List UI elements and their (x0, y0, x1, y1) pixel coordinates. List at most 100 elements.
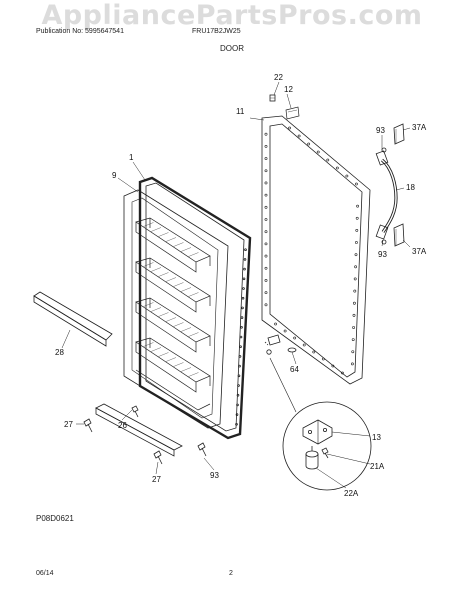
model-number: FRU17B2JW25 (192, 28, 241, 35)
rivet-dot (264, 242, 268, 246)
rivet-dot (307, 142, 311, 146)
shelf-wire (173, 282, 184, 287)
rivet-dot (316, 150, 320, 154)
callout-27-bottom: 27 (152, 475, 161, 484)
rivet-dot (312, 350, 316, 354)
shelf-wire (150, 227, 162, 232)
callout-13: 13 (372, 433, 381, 442)
screw-22-part (269, 94, 276, 102)
rivet-dot (288, 126, 291, 130)
door-shelf-edge (135, 218, 211, 273)
door-shelf-edge (135, 338, 211, 393)
shelf-wire (165, 357, 177, 362)
screws-27-93 (83, 405, 207, 465)
shelf-wire (158, 272, 169, 277)
callout-21a: 21A (370, 462, 385, 471)
end-cap-parts (393, 123, 405, 247)
shelf-wire (188, 372, 199, 377)
hinge-pin-parts (264, 334, 297, 355)
callout-22: 22 (274, 73, 283, 82)
rivet-dot (239, 345, 242, 349)
rivet-dot (264, 279, 268, 282)
shelf-wire (173, 362, 184, 367)
rivet-dot (264, 230, 268, 234)
shelf-wire (188, 252, 199, 257)
shelf-wire (188, 332, 199, 337)
rivet-dot (353, 277, 357, 281)
callout-11: 11 (236, 107, 245, 116)
rivet-dot (354, 253, 358, 257)
rivet-dot (264, 181, 268, 185)
rivet-dot (351, 350, 355, 354)
shelf-wire (180, 327, 192, 332)
diagram-code: P08D0621 (36, 514, 74, 523)
rivet-dot (238, 364, 241, 368)
shelf-wire (150, 347, 162, 352)
rivet-dot (264, 205, 268, 209)
rivet-dot (354, 241, 358, 244)
shelf-wire (158, 312, 169, 317)
callout-93-bottom: 93 (378, 250, 387, 259)
shelf-wire (188, 292, 199, 297)
rivet-dot (352, 301, 356, 305)
watermark: AppliancePartsPros.com (41, 0, 423, 31)
rivet-dot (243, 258, 247, 261)
rivet-dot (355, 182, 358, 186)
shelf-wire (143, 222, 154, 227)
rivet-dot (264, 254, 268, 258)
callout-37a-top: 37A (412, 123, 427, 132)
rivet-dot (235, 422, 238, 426)
shelf-wire (180, 367, 192, 372)
bottom-bin (135, 369, 211, 411)
rivet-dot (350, 362, 354, 366)
shelf-wire (180, 287, 192, 292)
callout-18: 18 (406, 183, 415, 192)
door-shelf-edge (135, 298, 211, 353)
rivet-dot (351, 338, 355, 342)
rivet-dot (274, 322, 277, 326)
callout-64: 64 (290, 365, 299, 374)
page-number: 2 (229, 570, 233, 577)
callout-12: 12 (284, 85, 293, 94)
rivet-dot (264, 218, 268, 221)
shelf-wire (158, 352, 169, 357)
callout-26: 26 (118, 421, 127, 430)
rivet-dot (242, 287, 245, 290)
shelf-wire (165, 317, 177, 322)
rivet-dot (302, 343, 306, 347)
rivet-dot (264, 144, 268, 148)
rivet-dot (237, 374, 241, 378)
rivet-dot (326, 158, 330, 162)
rivet-dot (264, 291, 268, 295)
shelf-wire (173, 322, 184, 327)
rivet-dot (242, 277, 246, 281)
rivet-dot (264, 132, 268, 136)
section-title: DOOR (220, 44, 244, 53)
rivet-dot (355, 228, 359, 232)
rivet-dot (335, 166, 339, 170)
door-shelf (135, 257, 211, 303)
shelf-wire (143, 262, 154, 267)
door-gasket (138, 176, 252, 440)
shelf-wire (143, 342, 154, 347)
rivet-dot (237, 384, 240, 387)
rivet-dot (264, 157, 268, 160)
rivet-dot (236, 403, 239, 407)
shelf-wire (165, 277, 177, 282)
shelf-wire (173, 242, 184, 247)
callout-28: 28 (55, 348, 64, 357)
rivet-dot (331, 364, 335, 368)
door-shelf (135, 337, 211, 383)
door-shelf (135, 217, 211, 263)
rivet-dot (355, 216, 359, 220)
shelf-wire (180, 247, 192, 252)
rivet-dot (235, 413, 239, 416)
rivet-dot (264, 193, 268, 197)
door-shelf-edge (135, 258, 211, 313)
shelf-wire (143, 302, 154, 307)
inner-door-liner (123, 189, 229, 429)
rivet-dot (236, 393, 240, 397)
shelf-wire (165, 237, 177, 242)
callout-22a: 22A (344, 489, 359, 498)
